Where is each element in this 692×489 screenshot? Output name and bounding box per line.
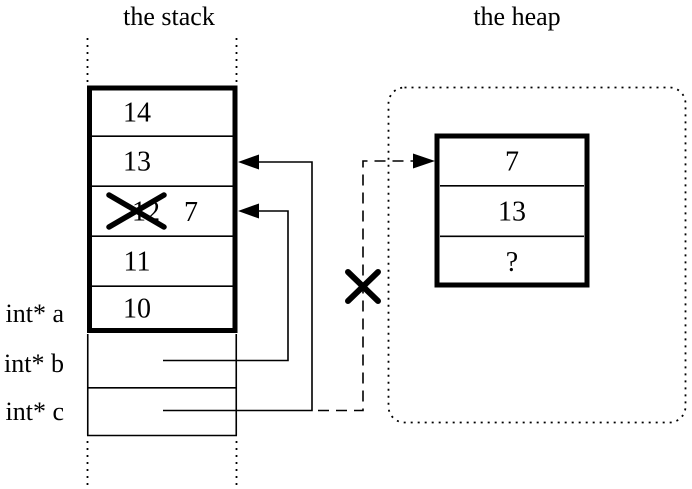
pointer-c-arrow-line <box>163 161 313 412</box>
stack-cell-value: 11 <box>124 247 151 278</box>
stack-frame <box>87 85 238 333</box>
stack-cell-value: 13 <box>123 147 151 178</box>
stack-cell-new-value: 7 <box>184 197 198 228</box>
pointers <box>163 153 435 412</box>
severed-pointer-x-icon <box>345 269 381 304</box>
heap-cell-value: 7 <box>505 147 519 178</box>
heap-cell-value: ? <box>506 247 518 278</box>
pointer-b-arrow-line <box>163 210 289 362</box>
heap-region-boundary <box>387 86 687 424</box>
pointer-b-arrowhead-icon <box>238 203 259 219</box>
stack-section: the stack 14 13 12 7 11 10 int* a int <box>4 2 238 488</box>
heap-title: the heap <box>473 2 560 31</box>
dangling-pointer-arrowhead-icon <box>413 153 435 169</box>
heap-section: the heap 7 13 ? <box>387 2 687 424</box>
heap-block-frame <box>434 133 590 288</box>
stack-title: the stack <box>123 2 215 31</box>
pointer-label-c: int* c <box>6 397 65 426</box>
pointer-c-arrowhead-icon <box>238 154 259 170</box>
pointer-label-b: int* b <box>4 349 64 378</box>
stack-cell-value: 14 <box>123 98 151 129</box>
heap-cell-value: 13 <box>498 197 526 228</box>
pointer-label-a: int* a <box>6 299 65 328</box>
stack-cell-value: 10 <box>123 294 151 325</box>
cross-out-icon <box>106 192 167 230</box>
